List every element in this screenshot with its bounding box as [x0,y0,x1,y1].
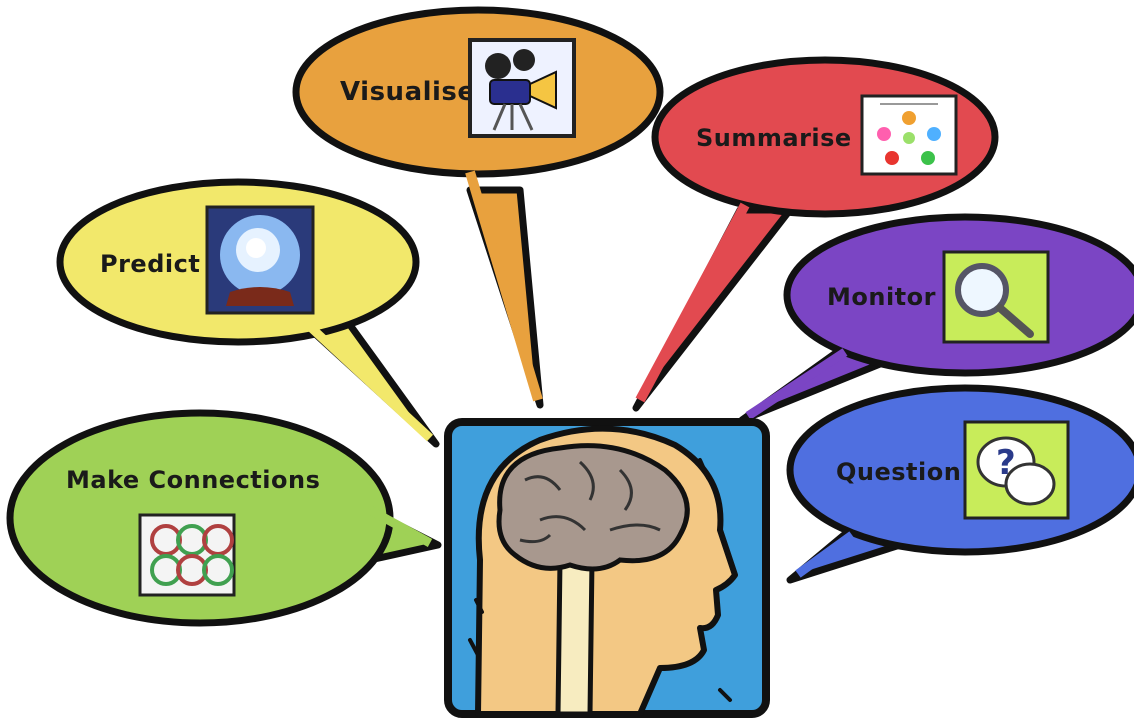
predict-bubble: Predict [56,178,440,448]
linked-rings-icon [138,513,236,597]
magnifying-glass-icon [942,250,1050,344]
summarise-label: Summarise [696,124,852,152]
visualise-label: Visualise [340,77,476,107]
visualise-bubble: Visualise [292,6,664,409]
monitor-label: Monitor [827,283,936,311]
movie-camera-icon [468,38,576,138]
predict-label: Predict [100,250,200,278]
summarise-tail [632,206,794,412]
brain [496,443,690,572]
crystal-ball-icon [205,205,315,315]
svg-text:?: ? [996,443,1016,483]
make-connections-label: Make Connections [66,466,320,494]
question-bubbles-icon: ? [963,420,1070,520]
question-label: Question [836,458,961,486]
make-connections-bubble: Make Connections [6,409,442,627]
question-bubble: Question ? [786,384,1134,584]
summarise-bubble: Summarise [632,56,999,412]
monitor-bubble: Monitor [738,213,1134,424]
mind-map-icon [860,94,958,176]
head-brain-icon [444,418,770,718]
